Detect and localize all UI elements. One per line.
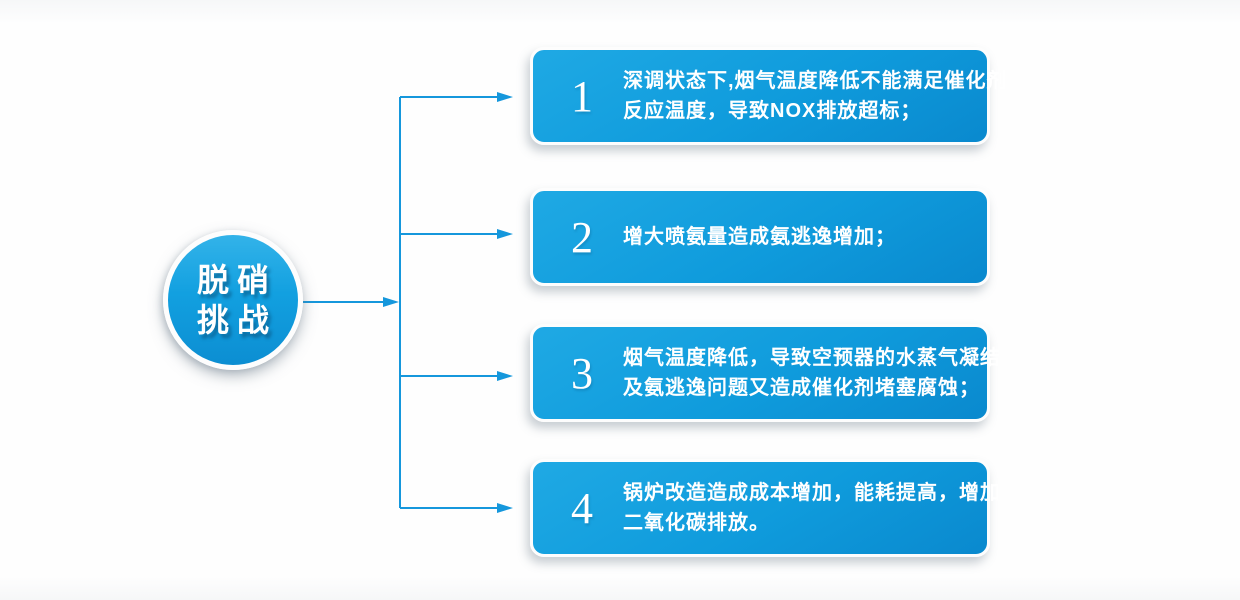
arrowhead-icon xyxy=(497,92,513,102)
arrowhead-icon xyxy=(497,229,513,239)
challenge-box-1: 1 深调状态下,烟气温度降低不能满足催化剂 反应温度，导致NOX排放超标； xyxy=(530,47,1007,145)
challenge-number: 3 xyxy=(571,348,593,398)
challenge-text-line: 反应温度，导致NOX排放超标； xyxy=(623,100,922,122)
challenge-box-3: 3 烟气温度降低，导致空预器的水蒸气凝结 及氨逃逸问题又造成催化剂堵塞腐蚀； xyxy=(530,324,1000,422)
hub-label-line-1: 脱硝 xyxy=(196,262,277,298)
challenge-text-line: 及氨逃逸问题又造成催化剂堵塞腐蚀； xyxy=(623,377,980,399)
challenge-number: 4 xyxy=(571,483,593,533)
hub-label-line-2: 挑战 xyxy=(196,302,277,338)
challenge-box-4: 4 锅炉改造造成成本增加，能耗提高，增加 二氧化碳排放。 xyxy=(530,459,1000,557)
challenge-text-line: 烟气温度降低，导致空预器的水蒸气凝结 xyxy=(623,347,1001,369)
challenge-box-2: 2 增大喷氨量造成氨逃逸增加； xyxy=(530,188,990,286)
arrowhead-icon xyxy=(497,503,513,513)
challenge-text-line: 深调状态下,烟气温度降低不能满足催化剂 xyxy=(623,70,1008,92)
challenge-number: 1 xyxy=(571,71,593,121)
challenge-text: 深调状态下,烟气温度降低不能满足催化剂 反应温度，导致NOX排放超标； xyxy=(623,66,1008,126)
challenge-text: 锅炉改造造成成本增加，能耗提高，增加 二氧化碳排放。 xyxy=(623,478,1001,538)
challenge-text: 烟气温度降低，导致空预器的水蒸气凝结 及氨逃逸问题又造成催化剂堵塞腐蚀； xyxy=(623,343,1001,403)
hub-circle: 脱硝 挑战 xyxy=(163,230,303,370)
arrowhead-icon xyxy=(383,297,399,307)
arrowhead-icon xyxy=(497,371,513,381)
challenge-number: 2 xyxy=(571,212,593,262)
challenge-text-line: 增大喷氨量造成氨逃逸增加； xyxy=(623,226,896,248)
challenge-text: 增大喷氨量造成氨逃逸增加； xyxy=(623,222,896,252)
challenge-text-line: 二氧化碳排放。 xyxy=(623,512,770,534)
challenge-text-line: 锅炉改造造成成本增加，能耗提高，增加 xyxy=(623,482,1001,504)
